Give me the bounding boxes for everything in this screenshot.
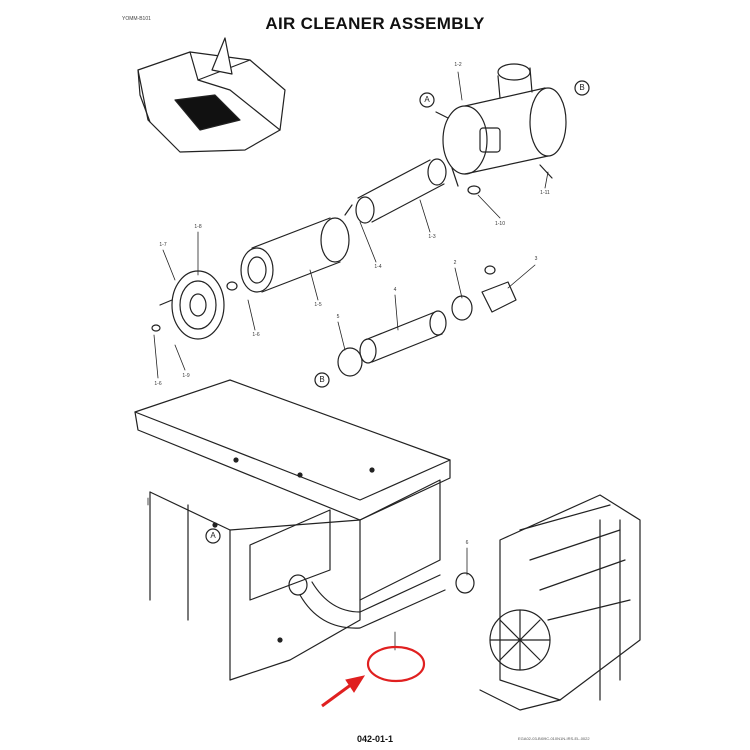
part-label: 6 [466, 540, 469, 546]
callout-markers [205, 80, 590, 544]
highlight-arrow-shaft [321, 682, 353, 708]
reference-code: YOMM-B101 [122, 16, 151, 22]
page-code: 042-01-1 [356, 734, 394, 744]
part-label: 1-3 [428, 234, 435, 240]
diagram-title: AIR CLEANER ASSEMBLY [265, 14, 485, 33]
air-cleaner-housing [435, 63, 567, 195]
end-cover [151, 270, 238, 340]
part-label: 1-4 [374, 264, 381, 270]
part-label: 1-10 [495, 221, 505, 227]
intake-pipe [337, 265, 517, 377]
part-label: 1-9 [182, 373, 189, 379]
highlight-ellipse [366, 645, 426, 683]
part-label: 1-6 [252, 332, 259, 338]
part-label: 1-6 [154, 381, 161, 387]
part-label: 3 [535, 256, 538, 262]
engine-block [479, 494, 641, 711]
part-label: 4 [394, 287, 397, 293]
mounting-frame [134, 379, 451, 681]
machine-cover-inset [137, 37, 286, 153]
part-label: 1-5 [314, 302, 321, 308]
part-label: 5 [337, 314, 340, 320]
callout-b-bottom: B [319, 375, 324, 384]
part-label: 1-11 [540, 190, 550, 196]
primary-element [240, 217, 350, 293]
part-label: 1-8 [194, 224, 201, 230]
callout-a-bottom: A [210, 531, 216, 540]
callout-a-top: A [424, 95, 430, 104]
outlet-hose [288, 572, 475, 629]
safety-element [344, 158, 447, 224]
highlight-marker [321, 645, 426, 708]
part-label: 2 [454, 260, 457, 266]
highlight-arrow-head [345, 675, 366, 693]
document-reference: EGA02-03-BI09C-010N1N-IRS-EL-0022 [518, 736, 590, 741]
part-label: 1-2 [454, 62, 461, 68]
leader-lines [147, 71, 549, 651]
callout-b-top: B [579, 83, 584, 92]
part-label: 1-7 [159, 242, 166, 248]
